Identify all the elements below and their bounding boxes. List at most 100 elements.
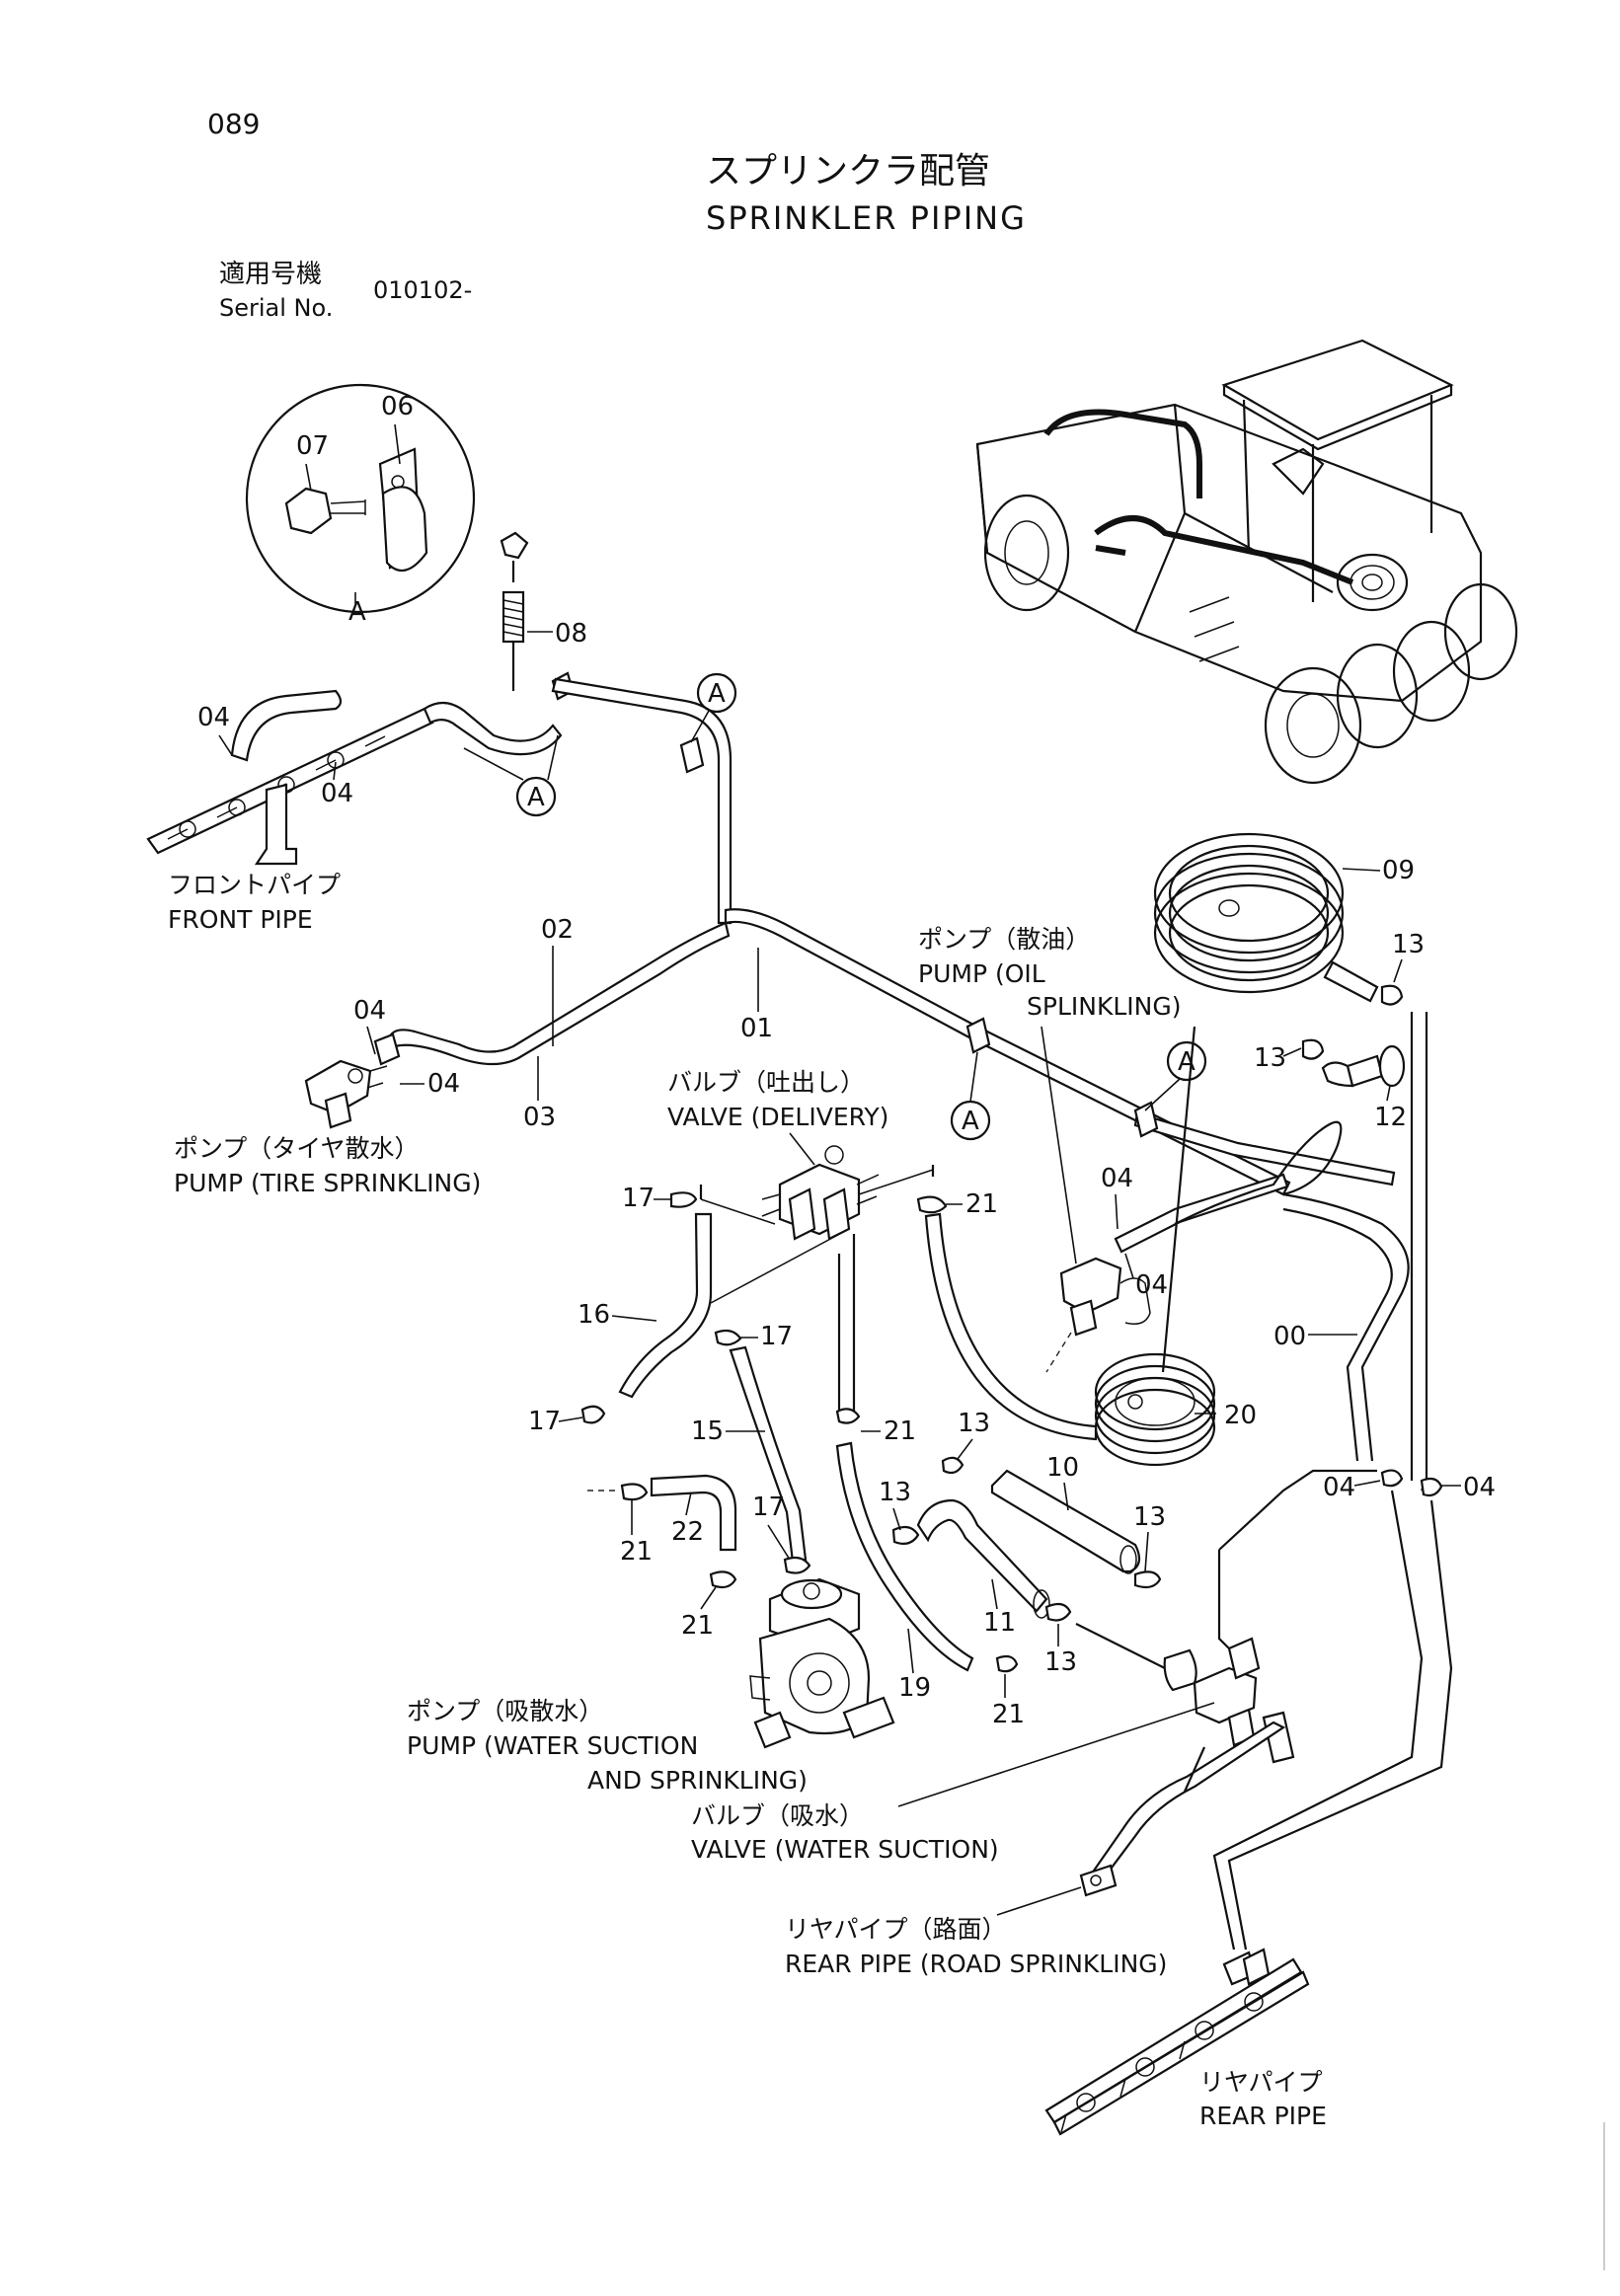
front-pipe-assembly (146, 531, 575, 866)
delivery-valve (761, 1145, 880, 1241)
water-pump-label-english-1: PUMP (WATER SUCTION (407, 1731, 698, 1760)
clamp-21-pump (709, 1570, 737, 1589)
part-number-01: 01 (740, 1014, 773, 1043)
detail-a-inset (245, 383, 476, 614)
part-number-04-rear-left: 04 (1323, 1473, 1355, 1502)
hose-coil-09 (1153, 832, 1379, 1003)
part-number-04-front-right: 04 (321, 779, 353, 808)
part-number-15: 15 (691, 1416, 724, 1446)
water-pump-label-english-2: AND SPRINKLING) (587, 1766, 808, 1795)
hose-19 (835, 1441, 974, 1672)
serial-number-value: 010102- (373, 276, 472, 304)
delivery-valve-label-english: VALVE (DELIVERY) (667, 1103, 888, 1131)
part-number-13-coil: 13 (1392, 930, 1425, 959)
clamp-21-mid (835, 1408, 861, 1424)
hose-00-inner (1282, 1207, 1393, 1462)
clamp-21-hose22 (620, 1483, 649, 1501)
rear-pipe-road-bracket (1079, 1864, 1118, 1897)
clamp-13-hose11-bottom (1044, 1602, 1072, 1622)
part-number-04-oil-right: 04 (1135, 1270, 1168, 1300)
clamp-17-lower (580, 1405, 606, 1424)
rear-pipe-label-english: REAR PIPE (1199, 2102, 1327, 2130)
detail-letter-a: A (348, 597, 366, 627)
rear-pipe-label-japanese: リヤパイプ (1199, 2068, 1323, 2097)
clamp-17-pump (783, 1556, 811, 1574)
hose-11 (916, 1498, 1048, 1613)
hose-04-cross (1218, 1469, 1377, 1551)
hose-rear-left (1212, 1490, 1424, 1951)
hose-10 (990, 1469, 1141, 1573)
clamp-04-rear-right (1420, 1477, 1443, 1497)
delivery-valve-leaders (700, 1169, 934, 1304)
part-number-21-upper: 21 (965, 1189, 998, 1219)
part-number-21-hose22: 21 (620, 1537, 653, 1567)
part-number-12: 12 (1374, 1103, 1407, 1132)
clamp-04-rear-left (1380, 1469, 1404, 1488)
part-number-04-tire-right: 04 (427, 1069, 460, 1099)
part-number-09: 09 (1382, 856, 1415, 885)
callout-a-upper-letter: A (708, 679, 726, 709)
water-suction-valve (1075, 1550, 1295, 1764)
clamp-21-upper (916, 1195, 948, 1214)
clamp-17-top (669, 1191, 698, 1208)
rear-spray-bar (1044, 1948, 1310, 2136)
callout-a-middle-letter: A (962, 1107, 979, 1136)
clamp-17-hose15 (714, 1329, 742, 1346)
part-number-06: 06 (381, 392, 414, 421)
page-number: 089 (207, 108, 260, 140)
front-pipe-label-japanese: フロントパイプ (168, 871, 341, 899)
callout-a-front-letter: A (527, 783, 545, 812)
serial-label-japanese: 適用号機 (219, 260, 322, 289)
oil-hose-loop (1174, 1120, 1343, 1225)
suction-pipe-to-rear (1092, 1721, 1286, 1877)
title-english: SPRINKLER PIPING (706, 199, 1027, 237)
part-number-21-pump: 21 (681, 1611, 714, 1641)
rear-pipe-road-label-english: REAR PIPE (ROAD SPRINKLING) (785, 1950, 1167, 1978)
part-number-20: 20 (1224, 1401, 1257, 1430)
nozzle-12 (1321, 1044, 1406, 1088)
hose-00-outer (1282, 1192, 1410, 1462)
hose-right-drop (1421, 1012, 1428, 1492)
part-number-02: 02 (541, 915, 574, 945)
title-japanese: スプリンクラ配管 (706, 151, 990, 191)
clamp-13-nozzle (1301, 1038, 1325, 1060)
clamp-13-coil (1380, 984, 1404, 1006)
suction-pipe-link (1183, 1746, 1206, 1793)
clamp-13-hose11-top (891, 1525, 920, 1545)
part-number-04-tire-top: 04 (353, 996, 386, 1026)
part-number-21-bottom: 21 (992, 1700, 1025, 1729)
tire-sprinkling-pump (304, 1059, 388, 1129)
tire-pump-label-english: PUMP (TIRE SPRINKLING) (174, 1169, 481, 1197)
part-number-22: 22 (671, 1517, 704, 1547)
water-suction-pump (749, 1577, 895, 1749)
hose-16 (618, 1212, 713, 1399)
part-number-08: 08 (555, 619, 587, 649)
delivery-valve-label-japanese: バルブ（吐出し） (667, 1068, 865, 1097)
hose-rear-right (1227, 1499, 1453, 1951)
delivery-valve-leader-ends (699, 1165, 935, 1199)
main-pipe-01 (551, 677, 1396, 1196)
part-number-13-small: 13 (958, 1409, 990, 1438)
oil-pump-label-english-1: PUMP (OIL (918, 959, 1045, 988)
hose-15 (729, 1345, 808, 1564)
part-number-04-front-left: 04 (197, 703, 230, 732)
part-number-19: 19 (898, 1673, 931, 1703)
part-number-13-hose11-bottom: 13 (1044, 1647, 1077, 1677)
part-number-17-pump: 17 (752, 1492, 785, 1522)
part-number-17-top: 17 (622, 1184, 655, 1213)
part-number-17-lower: 17 (528, 1407, 561, 1436)
callout-a-right (1166, 1040, 1207, 1082)
roller-vehicle-illustration (975, 339, 1518, 785)
hose-coil-20 (1094, 1026, 1216, 1467)
water-pump-label-japanese: ポンプ（吸散水） (407, 1697, 603, 1725)
hose-21-long (924, 1212, 1098, 1441)
part-number-03: 03 (523, 1103, 556, 1132)
clamp-13-small (941, 1456, 964, 1475)
front-pipe-label-english: FRONT PIPE (168, 905, 313, 934)
oil-pump-label-english-2: SPLINKLING) (1027, 992, 1181, 1021)
part-number-13-nozzle: 13 (1254, 1043, 1286, 1073)
main-pipe-02-03 (373, 921, 731, 1066)
clamp-13-hose10 (1133, 1570, 1162, 1589)
